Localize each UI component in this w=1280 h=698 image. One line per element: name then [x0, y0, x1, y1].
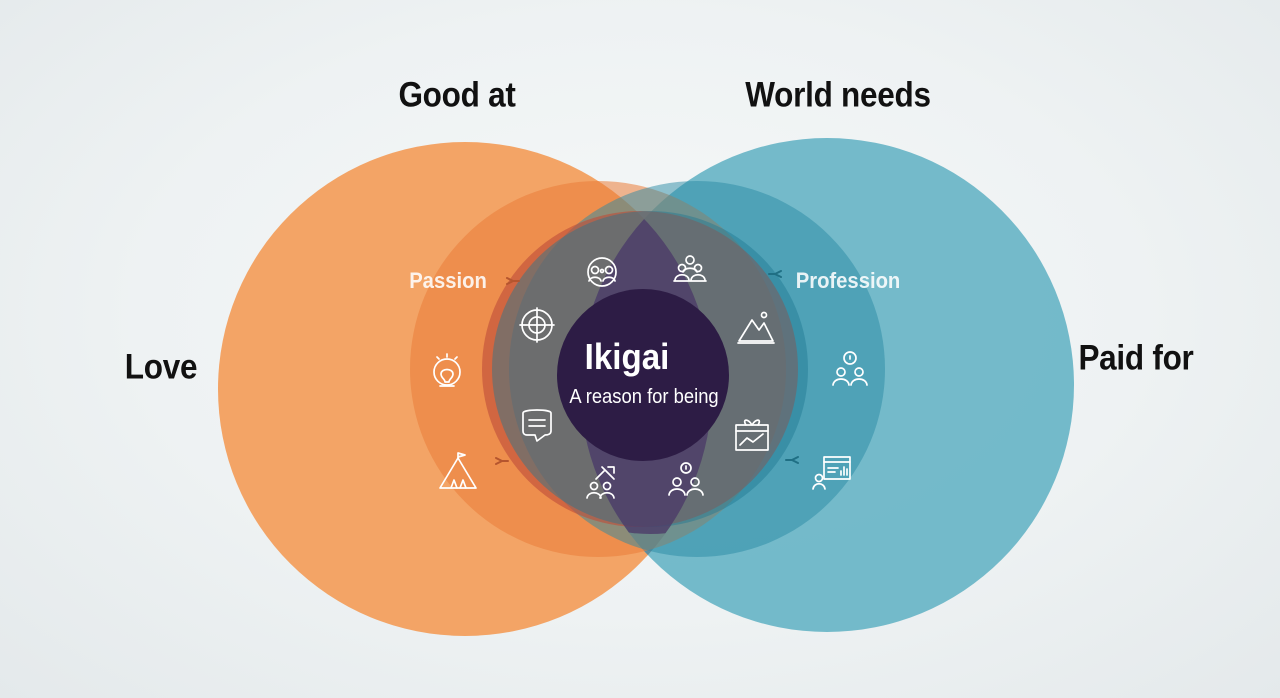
ikigai-core	[557, 289, 729, 461]
team-group-icon	[668, 248, 712, 292]
globe-target-icon	[515, 303, 559, 347]
profession-label: Profession	[795, 268, 901, 293]
mountain-peak-icon	[734, 306, 778, 350]
speech-bubble-icon	[515, 403, 559, 447]
tick-mark	[783, 451, 801, 469]
paid-for-label: Paid for	[1078, 338, 1194, 378]
tick-mark	[766, 265, 784, 283]
analytics-dashboard-icon	[810, 451, 854, 495]
love-label: Love	[124, 347, 198, 387]
idea-people-icon	[828, 348, 872, 392]
lightbulb-head-icon	[425, 350, 469, 394]
tick-mark	[493, 452, 511, 470]
people-insight-icon	[664, 458, 708, 502]
people-connection-icon	[580, 250, 624, 294]
good-at-label: Good at	[398, 75, 516, 115]
tick-mark	[504, 272, 522, 290]
world-needs-label: World needs	[745, 75, 931, 115]
center-subtitle: A reason for being	[569, 386, 719, 408]
passion-label: Passion	[409, 268, 487, 293]
center-title: Ikigai	[584, 336, 670, 377]
camping-tent-icon	[436, 450, 480, 494]
gift-growth-chart-icon	[730, 413, 774, 457]
tools-people-icon	[582, 461, 626, 505]
